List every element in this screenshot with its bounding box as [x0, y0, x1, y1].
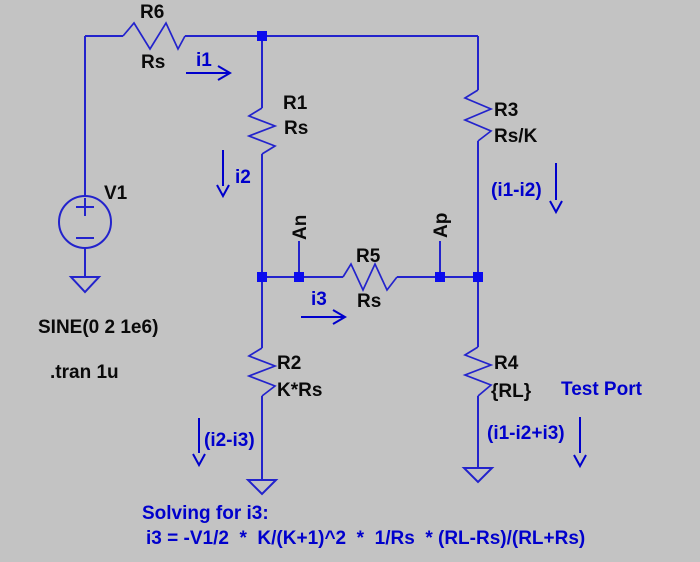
component-name: R4 — [494, 353, 519, 374]
arrow-down-icon — [549, 163, 563, 215]
ground-icon-v1 — [68, 276, 102, 294]
wires — [84, 35, 479, 480]
ground-icon-r4 — [461, 467, 495, 484]
current-annotation-i3: i3 — [301, 289, 347, 325]
component-name: V1 — [104, 183, 128, 204]
current-label-i1: i1 — [196, 50, 212, 71]
component-value: {RL} — [491, 381, 532, 402]
current-annotation-i1: i1 — [186, 50, 232, 81]
current-label-i1-i2: (i1-i2) — [491, 180, 542, 201]
resistor-zigzag — [246, 347, 278, 397]
resistor-r6[interactable]: R6 Rs — [122, 2, 186, 73]
arrow-right-icon — [301, 309, 347, 325]
junction-node-an — [294, 272, 304, 282]
resistor-zigzag — [342, 261, 398, 293]
plus-icon — [76, 198, 94, 216]
junction-node-mid-left — [257, 272, 267, 282]
solution-equation: i3 = -V1/2 * K/(K+1)^2 * 1/Rs * (RL-Rs)/… — [146, 528, 585, 549]
component-name: R2 — [277, 353, 301, 374]
current-label-i2-i3: (i2-i3) — [204, 430, 255, 451]
resistor-zigzag — [122, 21, 186, 51]
resistor-zigzag — [246, 107, 278, 155]
resistor-zigzag — [462, 89, 494, 142]
net-label-an[interactable]: An — [290, 215, 311, 240]
component-name: R1 — [283, 93, 308, 114]
current-annotation-i1-i2-i3: (i1-i2+i3) — [487, 417, 587, 469]
junction-node-ap — [435, 272, 445, 282]
component-name: R6 — [140, 2, 164, 23]
spice-directive-tran[interactable]: .tran 1u — [50, 362, 119, 383]
arrow-down-icon — [573, 417, 587, 469]
current-annotation-i2-i3: (i2-i3) — [192, 418, 255, 468]
junction-node-mid-right — [473, 272, 483, 282]
current-label-i3: i3 — [311, 289, 327, 310]
resistor-r4[interactable]: R4 {RL} — [462, 346, 532, 402]
voltage-source-v1[interactable]: V1 — [58, 183, 128, 249]
component-value: Rs — [284, 118, 308, 139]
current-label-i1-i2-i3: (i1-i2+i3) — [487, 423, 565, 444]
arrow-down-icon — [216, 150, 230, 199]
arrow-down-icon — [192, 418, 206, 468]
ground-icon-r2 — [245, 479, 279, 496]
resistor-r1[interactable]: R1 Rs — [246, 93, 308, 155]
v1-value-text[interactable]: SINE(0 2 1e6) — [38, 317, 158, 338]
current-annotation-i2: i2 — [216, 150, 251, 199]
current-annotation-i1-i2: (i1-i2) — [491, 163, 563, 215]
component-name: R3 — [494, 100, 518, 121]
solving-title: Solving for i3: — [142, 503, 269, 524]
current-label-i2: i2 — [235, 167, 251, 188]
resistor-r5[interactable]: R5 Rs — [342, 246, 398, 312]
source-circle — [58, 195, 112, 249]
test-port-label: Test Port — [561, 379, 643, 400]
component-name: R5 — [356, 246, 381, 267]
component-value: K*Rs — [277, 380, 322, 401]
arrow-right-icon — [186, 65, 232, 81]
net-label-ap[interactable]: Ap — [431, 213, 452, 238]
resistor-zigzag — [462, 346, 494, 397]
component-value: Rs/K — [494, 126, 538, 147]
resistor-r3[interactable]: R3 Rs/K — [462, 89, 538, 147]
component-value: Rs — [141, 52, 165, 73]
resistor-r2[interactable]: R2 K*Rs — [246, 347, 322, 401]
junction-node-top — [257, 31, 267, 41]
component-value: Rs — [357, 291, 381, 312]
junction-nodes — [257, 31, 483, 282]
